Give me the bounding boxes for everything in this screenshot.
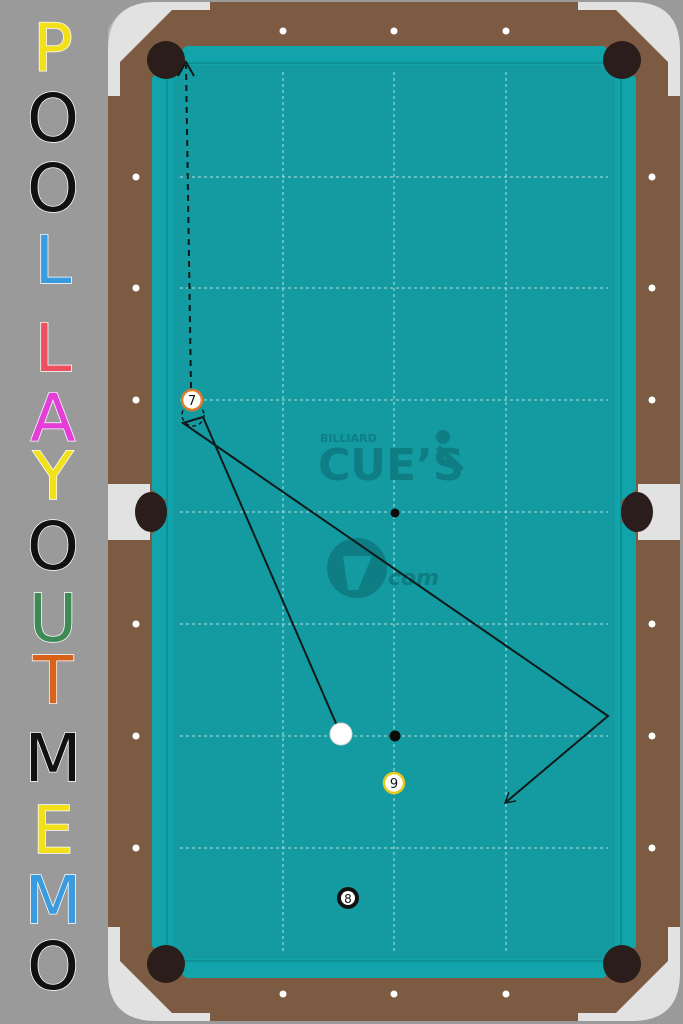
corner-top-left (108, 2, 210, 96)
watermark-ball-icon (436, 430, 450, 444)
corner-top-right (578, 2, 680, 96)
title-letter: Y (32, 438, 74, 515)
title-letter: T (32, 642, 74, 719)
cue-ball-path (180, 415, 610, 804)
ball-seven[interactable]: 7 (180, 388, 204, 412)
pockets (135, 41, 653, 983)
title-letter: L (34, 310, 72, 387)
pocket-bottom-right (603, 945, 641, 983)
foot-spot (389, 730, 401, 742)
pocket-path-dashed (185, 64, 192, 389)
pocket-path-arrow (177, 59, 195, 77)
head-spot (390, 508, 400, 518)
pool-table: BILLIARD CUE’S com 7 9 8 (108, 2, 680, 1021)
ball-nine[interactable]: 9 (382, 771, 406, 795)
corner-bottom-right (578, 927, 680, 1021)
title-letter: O (26, 150, 79, 227)
watermark-small-text: BILLIARD (320, 432, 377, 445)
pocket-side-left (135, 492, 167, 532)
title-letter: E (31, 792, 74, 869)
title-letter: M (24, 720, 82, 797)
title-letter: M (24, 862, 82, 939)
pocket-top-right (603, 41, 641, 79)
ball-eight-label: 8 (344, 892, 352, 906)
title-letter: A (30, 380, 77, 457)
ball-nine-label: 9 (390, 777, 398, 792)
corner-bottom-left (108, 927, 210, 1021)
cue-ball[interactable] (329, 722, 353, 746)
title-letter: O (26, 508, 79, 585)
pocket-bottom-left (147, 945, 185, 983)
rail-diamonds (132, 27, 656, 998)
title-letter: O (26, 928, 79, 1005)
title-letter: L (34, 222, 72, 299)
pocket-top-left (147, 41, 185, 79)
ball-seven-label: 7 (188, 394, 196, 409)
title-letter: U (28, 580, 78, 657)
title-letter: O (26, 80, 79, 157)
title-letter: P (32, 10, 73, 87)
ball-eight[interactable]: 8 (337, 887, 359, 909)
pocket-side-right (621, 492, 653, 532)
watermark-logo: BILLIARD CUE’S com (318, 430, 464, 598)
